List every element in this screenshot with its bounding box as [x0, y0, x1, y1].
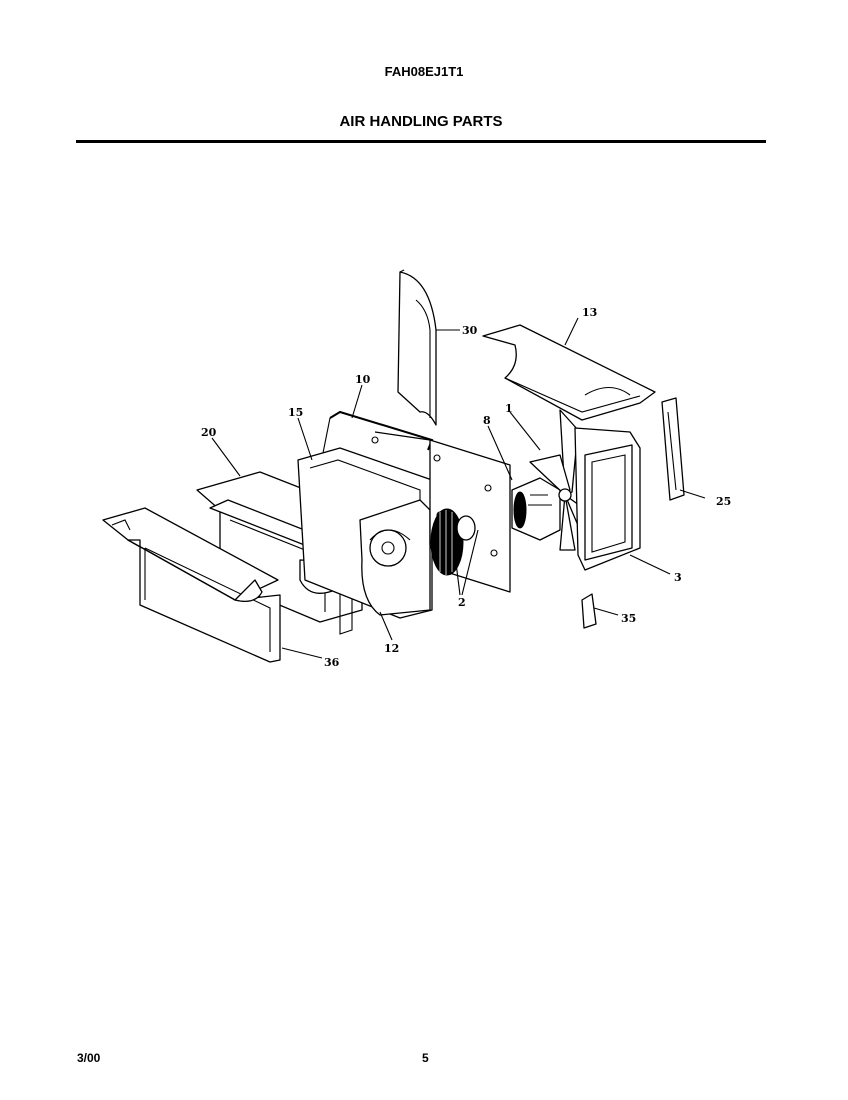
header-rule: [76, 140, 766, 143]
part-36-front-panel: [102, 507, 281, 663]
callout-2: 2: [458, 596, 466, 609]
callout-25: 25: [716, 495, 731, 508]
callout-1: 1: [505, 402, 513, 415]
callout-20: 20: [201, 426, 217, 439]
callout-15: 15: [288, 406, 303, 419]
part-12-blower-housing: [359, 499, 431, 616]
page-title: AIR HANDLING PARTS: [339, 113, 503, 130]
callout-13: 13: [582, 306, 597, 319]
part-13-top-cover: [482, 324, 656, 421]
model-number: FAH08EJ1T1: [384, 64, 464, 79]
callout-12: 12: [384, 642, 399, 655]
callout-10: 10: [355, 373, 371, 386]
page-number: 5: [422, 1051, 429, 1065]
callout-36: 36: [324, 656, 340, 669]
callout-3: 3: [674, 571, 682, 584]
revision-date: 3/00: [77, 1051, 101, 1065]
leader-lines: [211, 317, 706, 659]
part-3-shroud: [574, 427, 641, 571]
callout-30: 30: [462, 324, 478, 337]
part-25-side-strip: [661, 397, 685, 501]
part-35-bracket: [581, 593, 597, 629]
callout-8: 8: [483, 414, 491, 427]
part-30-vane: [397, 269, 437, 426]
part-1-motor: [511, 477, 561, 541]
callout-35: 35: [621, 612, 636, 625]
